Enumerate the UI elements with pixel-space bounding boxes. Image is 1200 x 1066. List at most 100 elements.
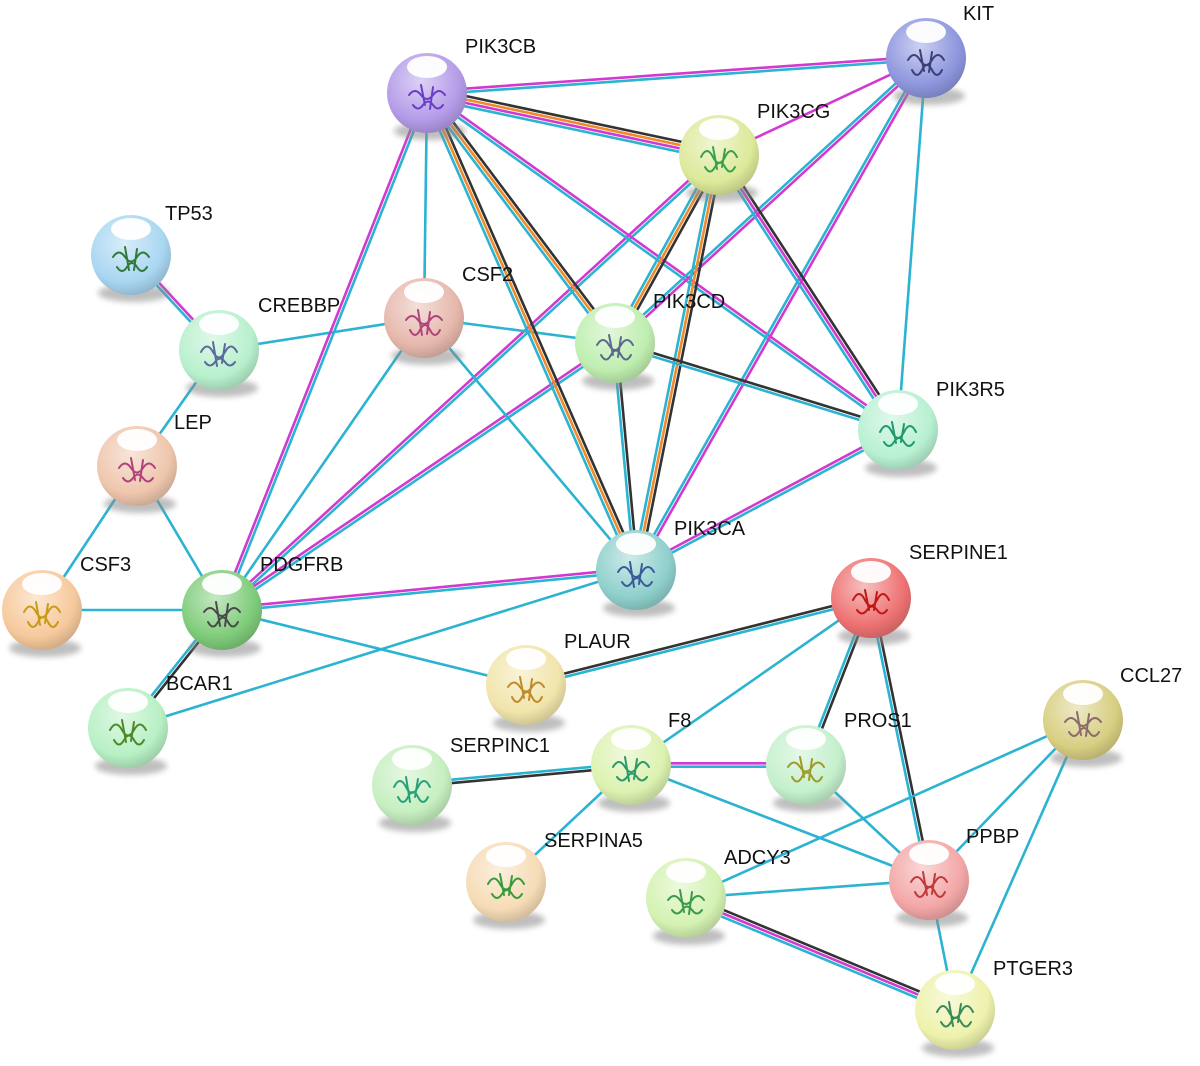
evidence-line-magenta [684,896,957,1012]
protein-structure-icon [700,146,738,173]
node-highlight [407,56,447,78]
protein-label: CSF3 [80,554,131,576]
protein-label: PTGER3 [993,958,1073,980]
protein-node-pik3r5[interactable]: PIK3R5 [858,379,1005,477]
node-sphere[interactable] [372,745,452,825]
evidence-line-magenta [636,57,929,573]
interaction-PDGFRB-PIK3CD[interactable] [219,340,618,613]
node-sphere[interactable] [679,115,759,195]
interaction-PIK3CB-PIK3CG[interactable] [424,86,722,162]
protein-node-csf2[interactable]: CSF2 [384,264,513,365]
interaction-BCAR1-PIK3CA[interactable] [126,568,638,730]
node-sphere[interactable] [387,53,467,133]
protein-label: PIK3CD [653,291,725,313]
node-sphere[interactable] [91,215,171,295]
evidence-line-cyan [221,154,722,613]
evidence-line-orange [425,91,638,572]
protein-node-ppbp[interactable]: PPBP [889,826,1019,927]
interaction-PIK3CA-PIK3R5[interactable] [633,427,901,573]
node-sphere[interactable] [889,840,969,920]
evidence-line-magenta [220,567,638,610]
interaction-CCL27-PTGER3[interactable] [953,718,1085,1012]
node-sphere[interactable] [179,310,259,390]
node-highlight [878,393,918,415]
protein-node-pros1[interactable]: PROS1 [766,710,912,812]
protein-node-crebbp[interactable]: CREBBP [179,295,340,397]
interaction-PLAUR-SERPINE1[interactable] [524,595,873,688]
protein-node-serpina5[interactable]: SERPINA5 [466,830,643,929]
protein-node-lep[interactable]: LEP [97,412,212,513]
protein-node-ptger3[interactable]: PTGER3 [915,958,1073,1057]
evidence-line-black [614,340,900,430]
interaction-KIT-PIK3CA[interactable] [633,55,929,573]
evidence-line-magenta [425,55,928,93]
protein-label: CREBBP [258,295,340,317]
protein-node-pik3cg[interactable]: PIK3CG [679,101,830,202]
interaction-KIT-PIK3CD[interactable] [612,55,929,346]
interaction-PDGFRB-PIK3CG[interactable] [219,152,722,613]
protein-node-adcy3[interactable]: ADCY3 [646,847,791,945]
node-sphere[interactable] [182,570,262,650]
node-sphere[interactable] [486,645,566,725]
node-sphere[interactable] [596,530,676,610]
interaction-ADCY3-PPBP[interactable] [684,878,931,900]
protein-node-serpinc1[interactable]: SERPINC1 [372,735,550,832]
node-sphere[interactable] [1043,680,1123,760]
node-sphere[interactable] [886,18,966,98]
interaction-PDGFRB-CSF2[interactable] [220,316,426,612]
evidence-line-cyan [683,899,955,1015]
interaction-PIK3CB-PIK3CA[interactable] [422,90,641,573]
node-sphere[interactable] [97,426,177,506]
protein-structure-icon [936,1001,974,1028]
protein-label: SERPINE1 [909,542,1008,564]
interaction-PIK3CG-PIK3R5[interactable] [714,151,903,434]
interaction-KIT-PIK3R5[interactable] [896,56,928,432]
protein-node-f8[interactable]: F8 [591,710,691,812]
protein-node-pik3cd[interactable]: PIK3CD [575,291,725,390]
node-highlight [909,843,949,865]
evidence-line-cyan [424,93,899,433]
protein-node-pdgfrb[interactable]: PDGFRB [182,554,343,657]
interaction-PDGFRB-PLAUR[interactable] [220,608,528,687]
interaction-PIK3CD-PIK3R5[interactable] [613,340,900,433]
protein-node-bcar1[interactable]: BCAR1 [88,673,233,775]
interaction-F8-PPBP[interactable] [629,763,931,882]
protein-node-csf3[interactable]: CSF3 [2,554,131,657]
protein-node-tp53[interactable]: TP53 [91,203,213,302]
interaction-SERPINE1-F8[interactable] [629,596,873,767]
node-highlight [22,573,62,595]
node-sphere[interactable] [858,390,938,470]
protein-node-kit[interactable]: KIT [886,3,994,105]
node-sphere[interactable] [831,558,911,638]
node-sphere[interactable] [384,278,464,358]
node-highlight [108,691,148,713]
interaction-PIK3CB-KIT[interactable] [425,55,928,96]
evidence-line-cyan [422,93,635,573]
node-sphere[interactable] [2,570,82,650]
protein-node-pik3cb[interactable]: PIK3CB [387,36,536,140]
interaction-PDGFRB-PIK3CB[interactable] [219,91,430,612]
interaction-CCL27-ADCY3[interactable] [684,718,1085,900]
node-highlight [404,281,444,303]
node-sphere[interactable] [575,303,655,383]
node-sphere[interactable] [646,858,726,938]
node-sphere[interactable] [766,725,846,805]
evidence-line-magenta [425,93,720,158]
node-sphere[interactable] [915,970,995,1050]
protein-node-serpine1[interactable]: SERPINE1 [831,542,1008,645]
node-sphere[interactable] [591,725,671,805]
protein-node-pik3ca[interactable]: PIK3CA [596,518,746,617]
protein-label: PIK3R5 [936,379,1005,401]
node-sphere[interactable] [88,688,168,768]
protein-node-plaur[interactable]: PLAUR [486,631,631,732]
evidence-line-cyan [422,316,638,572]
node-highlight [1063,683,1103,705]
protein-node-ccl27[interactable]: CCL27 [1043,665,1182,767]
interaction-ADCY3-PTGER3[interactable] [683,893,958,1015]
interaction-PDGFRB-PIK3CA[interactable] [220,567,638,613]
interaction-CSF2-PIK3CA[interactable] [422,316,638,572]
protein-structure-icon [1064,711,1102,737]
protein-label: CSF2 [462,264,513,286]
node-sphere[interactable] [466,842,546,922]
